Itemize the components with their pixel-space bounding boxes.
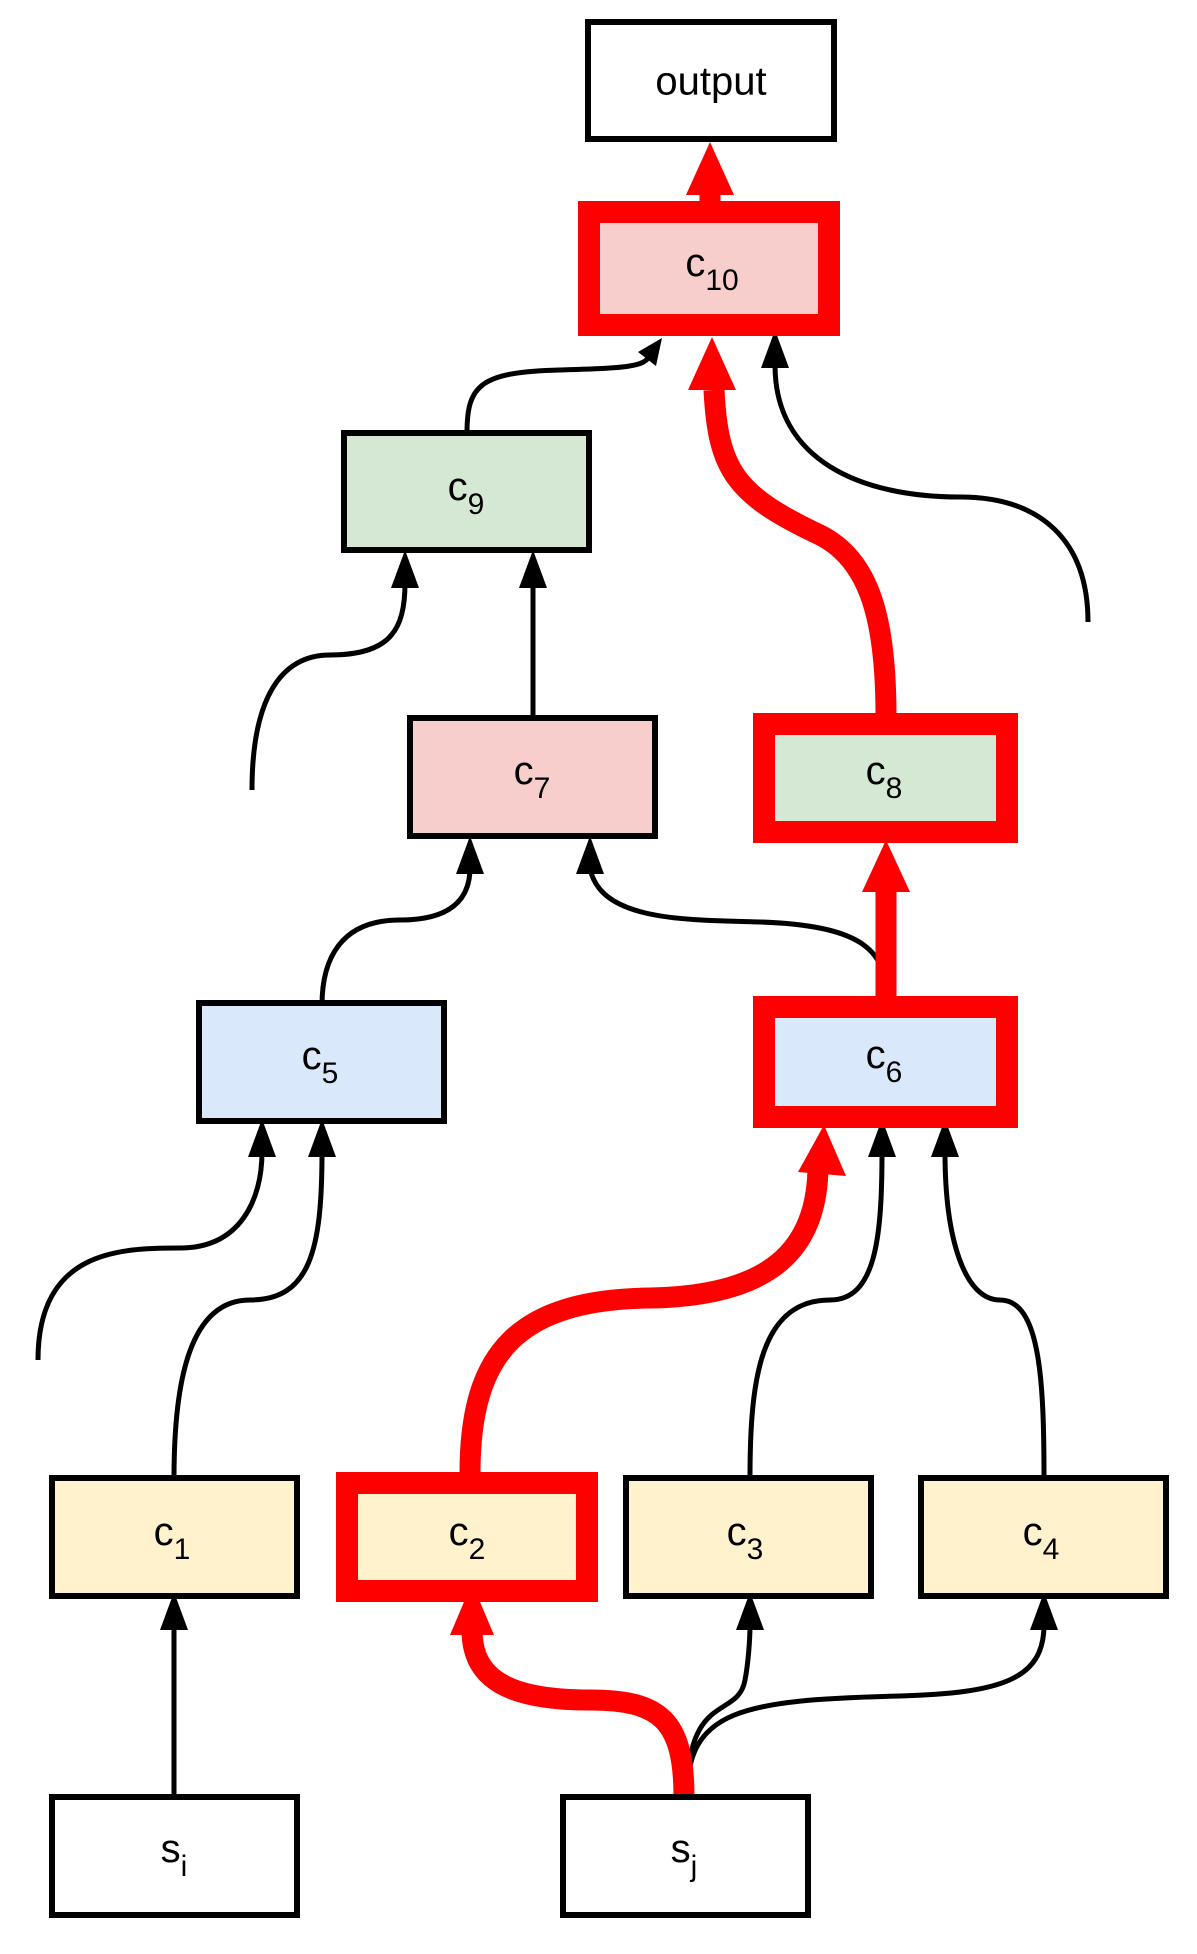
node-c7-box (407, 715, 658, 839)
edge-sj-to-c2-highlighted (461, 1629, 695, 1798)
nodes: output c10 c9 c7 c8 c5 c6 c1 (49, 19, 1169, 1918)
node-c7-label: c7 (514, 749, 551, 805)
edges (35, 142, 1091, 1798)
node-sj-label: sj (671, 1827, 698, 1883)
edge-c2-to-c6-highlighted (459, 1164, 829, 1474)
node-c4-box (918, 1475, 1169, 1599)
edge-c4-to-c6 (942, 1151, 1047, 1479)
node-c8: c8 (753, 713, 1018, 843)
node-c3-box (623, 1475, 874, 1599)
node-sj-box (560, 1794, 811, 1918)
node-sj: sj (560, 1794, 811, 1918)
edge-dangling-to-c5 (35, 1151, 265, 1361)
node-c10-label: c10 (685, 241, 738, 297)
node-c2-box (336, 1472, 598, 1602)
node-c3-label: c3 (727, 1510, 764, 1566)
node-c6: c6 (753, 996, 1018, 1128)
arrowhead-c2-highlighted (450, 1583, 494, 1635)
arrowhead-c10-left (638, 338, 662, 366)
node-c9-label: c9 (448, 465, 485, 521)
arrowhead-c4 (1030, 1592, 1058, 1630)
node-output-label: output (655, 60, 766, 104)
arrowhead-c1 (160, 1592, 188, 1630)
arrowhead-c9-left (391, 550, 419, 588)
node-c1-box (49, 1475, 300, 1599)
node-si-label: si (161, 1827, 188, 1883)
arrowhead-c6-highlighted (798, 1125, 846, 1176)
node-output: output (585, 19, 837, 142)
arrowhead-c5-right (308, 1119, 336, 1157)
node-c6-label: c6 (866, 1033, 903, 1089)
edge-c5-to-c7 (319, 867, 473, 1006)
arrowhead-c7-right (576, 836, 604, 874)
node-si-box (49, 1794, 300, 1918)
edge-sj-to-c3 (684, 1624, 753, 1798)
arrowhead-c6-mid (868, 1119, 896, 1157)
arrowhead-output-highlighted (686, 142, 734, 195)
node-c6-box (753, 996, 1018, 1128)
node-c5-box (196, 1000, 447, 1124)
arrowhead-c5-left (248, 1119, 276, 1157)
node-c9-box (341, 430, 592, 553)
arrowhead-c10-right (761, 330, 789, 368)
edge-sj-to-c4 (684, 1624, 1047, 1798)
node-c1-label: c1 (154, 1510, 191, 1566)
node-c5: c5 (196, 1000, 447, 1124)
node-c2-label: c2 (449, 1510, 486, 1566)
node-c4-label: c4 (1023, 1510, 1060, 1566)
edge-c6-to-c7 (587, 867, 889, 996)
node-c10: c10 (578, 201, 840, 336)
node-output-box (585, 19, 837, 142)
node-c4: c4 (918, 1475, 1169, 1599)
edge-dangling-to-c10 (772, 364, 1091, 623)
arrowhead-c3 (736, 1592, 764, 1630)
node-c5-label: c5 (302, 1034, 339, 1090)
arrowhead-c7-left (456, 836, 484, 874)
node-c9: c9 (341, 430, 592, 553)
node-c1: c1 (49, 1475, 300, 1599)
arrowhead-c10-highlighted (688, 337, 736, 390)
arrowhead-c6-right (931, 1119, 959, 1157)
node-c7: c7 (407, 715, 658, 839)
node-c2: c2 (336, 1472, 598, 1602)
node-c3: c3 (623, 1475, 874, 1599)
edge-c8-to-c10-highlighted (703, 389, 897, 717)
edge-c3-to-c6 (747, 1151, 885, 1479)
edge-dangling-to-c9 (249, 582, 408, 791)
edge-c9-to-c10 (464, 353, 653, 434)
node-si: si (49, 1794, 300, 1918)
arrowhead-c8-highlighted (862, 840, 910, 892)
edge-c1-to-c5 (171, 1151, 325, 1479)
node-c8-label: c8 (866, 749, 903, 805)
node-c10-box (578, 201, 840, 336)
arrowhead-c9-right (519, 550, 547, 588)
node-c8-box (753, 713, 1018, 843)
